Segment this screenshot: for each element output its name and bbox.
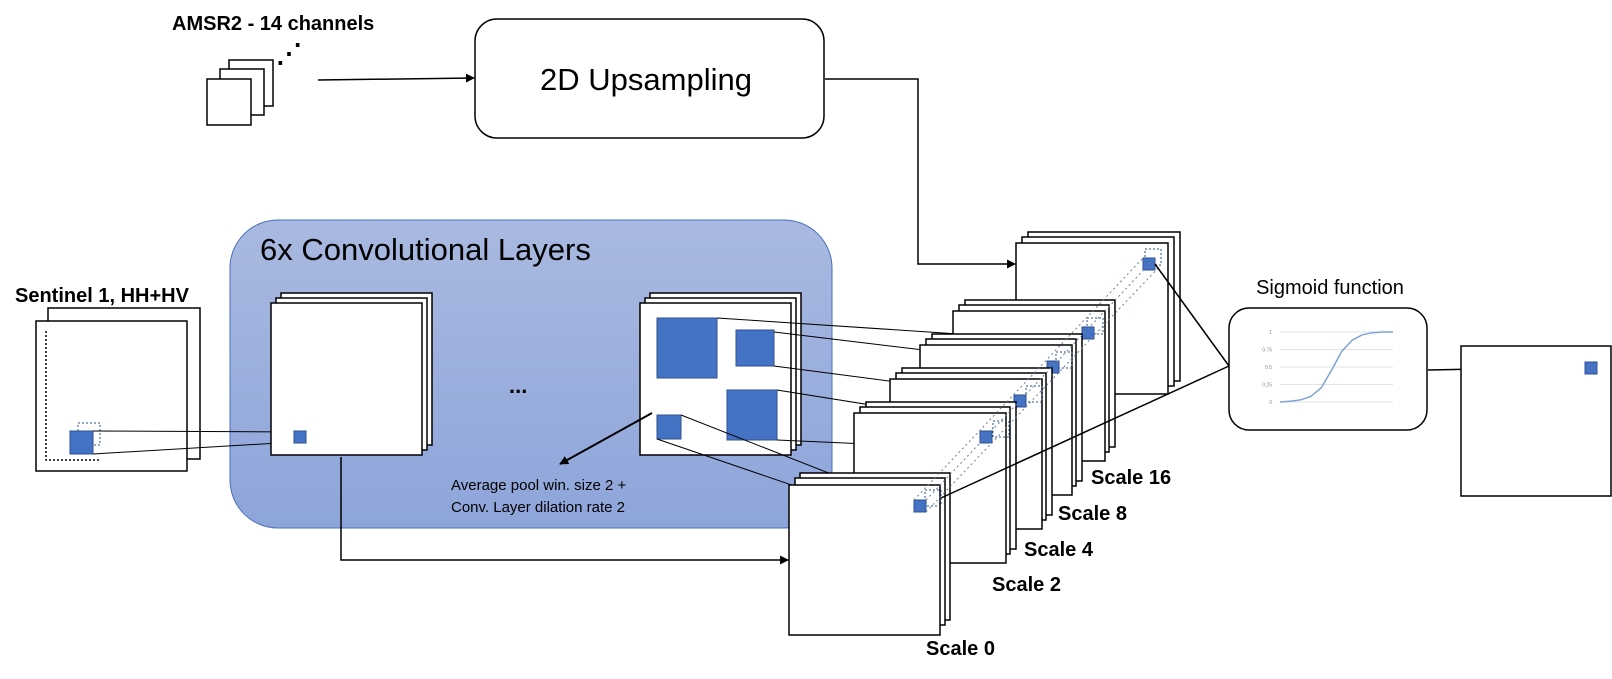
- pixel-alignment-dotted-lines: [913, 257, 1162, 513]
- scale-label-2: Scale 2: [992, 574, 1061, 596]
- pool-annotation-line1: Average pool win. size 2 +: [451, 477, 626, 494]
- first-feature-map-pixel: [293, 430, 307, 444]
- upsampling-to-scale16-arrow: [825, 78, 1016, 269]
- output-pixel: [1584, 361, 1598, 375]
- scale-label-4: Scale 4: [1024, 539, 1094, 561]
- last-feature-map-patches: [656, 317, 778, 441]
- scale-label-8: Scale 8: [1058, 503, 1127, 525]
- receptive-field-line-top: [92, 430, 297, 433]
- scale-0-pixel: [913, 499, 927, 513]
- upsampling-label: 2D Upsampling: [540, 62, 752, 97]
- conv-layers-title: 6x Convolutional Layers: [260, 232, 591, 267]
- sigmoid-tick-label: 0.25: [1262, 383, 1272, 389]
- scale-label-0: Scale 0: [926, 638, 995, 660]
- sigmoid-tick-label: 1: [1269, 330, 1272, 336]
- scale0-to-sigmoid-line: [940, 365, 1230, 499]
- amsr2-channel-stack: [206, 59, 274, 126]
- sentinel-patch: [69, 430, 94, 455]
- sigmoid-tick-label: 0.75: [1262, 348, 1272, 354]
- scale-0-feature-map: [788, 472, 951, 636]
- amsr2-label: AMSR2 - 14 channels: [172, 13, 374, 35]
- sigmoid-tick-label: 0: [1269, 400, 1272, 406]
- sigmoid-mini-plot: 1 0.75 0.5 0.25 0: [1262, 330, 1393, 406]
- pool-annotation-arrow: [559, 412, 653, 465]
- sentinel-label: Sentinel 1, HH+HV: [15, 285, 190, 307]
- first-map-to-scale0-arrow: [340, 457, 789, 565]
- amsr2-to-upsampling-arrow: [317, 73, 475, 83]
- scale-label-16: Scale 16: [1091, 467, 1171, 489]
- receptive-field-line-bottom: [92, 441, 297, 455]
- scale16-to-sigmoid-line: [1154, 263, 1230, 367]
- sigmoid-box: [1228, 307, 1428, 431]
- conv-layers-ellipsis: ...: [509, 373, 527, 398]
- sigmoid-curve: [1279, 331, 1393, 403]
- scale-8-pixel: [1081, 326, 1095, 340]
- upsampling-box: [474, 18, 825, 139]
- amsr2-ellipsis: ⋰: [276, 38, 302, 68]
- sigmoid-label: Sigmoid function: [1256, 277, 1404, 299]
- pool-annotation-line2: Conv. Layer dilation rate 2: [451, 499, 625, 516]
- sigmoid-tick-label: 0.5: [1265, 365, 1272, 371]
- sentinel-input-image: [35, 307, 201, 472]
- first-feature-map-stack: [270, 292, 433, 456]
